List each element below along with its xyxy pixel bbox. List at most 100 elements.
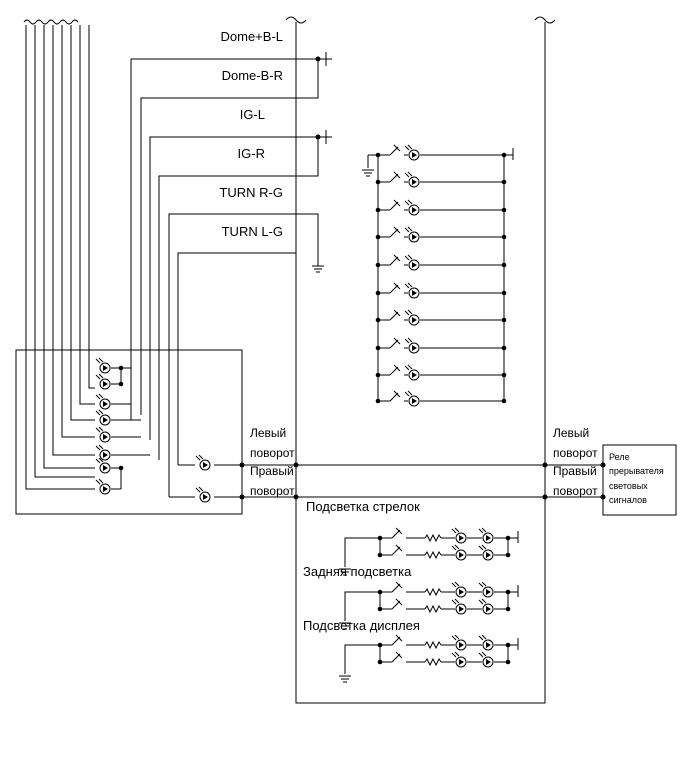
junction-dot (375, 234, 381, 240)
switch-icon (389, 309, 401, 321)
junction-dot (118, 365, 124, 371)
center-led-matrix (362, 144, 514, 407)
wire-label-turn-r-g: TURN R-G (219, 185, 283, 200)
junction-dot (375, 179, 381, 185)
led-icon (195, 454, 211, 471)
illumination-circuits (339, 527, 519, 683)
led-icon (95, 373, 111, 390)
junction-dot (501, 290, 507, 296)
right-turn-label-b: поворот (250, 484, 295, 498)
left-led-column (95, 357, 150, 495)
junction-dot (501, 317, 507, 323)
led-icon (478, 527, 494, 544)
ground-icon (362, 169, 374, 177)
bundle-wire (43, 25, 95, 469)
resistor-icon (424, 533, 442, 543)
led-icon (404, 171, 420, 188)
section-display-backlight: Подсветка дисплея (303, 618, 420, 633)
led-icon (195, 486, 211, 503)
turn-junctions (239, 56, 606, 500)
section-rear-backlight: Задняя подсветка (303, 564, 412, 579)
junction-dot (118, 465, 124, 471)
led-icon (404, 364, 420, 381)
led-icon (404, 226, 420, 243)
left-turn-label-a: Левый (250, 426, 286, 440)
bundle-wire (34, 25, 95, 478)
relay-text-2: прерывателя (609, 466, 664, 476)
switch-icon (391, 634, 403, 646)
ground-icon (339, 568, 351, 576)
switch-icon (389, 199, 401, 211)
junction-dot (501, 398, 507, 404)
switch-icon (389, 282, 401, 294)
ground-icon (339, 675, 351, 683)
junction-dot (377, 552, 383, 558)
led-icon (95, 357, 111, 374)
bundle-wire (52, 25, 95, 456)
led-icon (478, 581, 494, 598)
junction-dot (375, 372, 381, 378)
led-icon (451, 598, 467, 615)
relay-text-3: световых (609, 481, 648, 491)
matrix-ground-lead (367, 154, 378, 168)
relay-text-1: Реле (609, 452, 630, 462)
junction-dot (375, 207, 381, 213)
relay-box (602, 444, 677, 516)
led-icon (478, 651, 494, 668)
junction-dot (375, 152, 381, 158)
switch-icon (391, 598, 403, 610)
led-icon (478, 544, 494, 561)
bundle-wire (79, 25, 95, 405)
section-needle-backlight: Подсветка стрелок (306, 499, 420, 514)
wire-label-dome-b-r: Dome-B-R (222, 68, 283, 83)
circuit-supply (507, 531, 519, 555)
turn-leds (195, 454, 211, 503)
bundle-break (23, 19, 79, 25)
junction-dot (501, 152, 507, 158)
led-icon (95, 444, 111, 461)
ground-icon (339, 622, 351, 630)
junction-dot (501, 372, 507, 378)
wire-label-turn-l-g: TURN L-G (222, 224, 283, 239)
right-left-turn-label-b: поворот (553, 446, 598, 460)
switch-icon (391, 581, 403, 593)
switch-icon (389, 364, 401, 376)
led-icon (95, 409, 111, 426)
bundle-wire (61, 25, 95, 438)
label-wires (130, 52, 332, 497)
bundle-wire (25, 25, 95, 490)
junction-dot (375, 290, 381, 296)
led-icon (404, 144, 420, 161)
led-icon (95, 478, 111, 495)
switch-icon (391, 544, 403, 556)
relay-text-4: сигналов (609, 495, 647, 505)
led-icon (404, 390, 420, 407)
switch-icon (389, 390, 401, 402)
junction-dot (375, 317, 381, 323)
led-icon (404, 199, 420, 216)
switch-icon (389, 337, 401, 349)
switch-icon (389, 254, 401, 266)
circuit-supply (507, 638, 519, 662)
junction-dot (501, 262, 507, 268)
turn-signal-lines (169, 464, 603, 498)
wire-label-dome-b-l: Dome+B-L (221, 29, 284, 44)
led-icon (404, 282, 420, 299)
resistor-icon (424, 640, 442, 650)
circuit-supply (507, 585, 519, 609)
junction-dot (377, 589, 383, 595)
resistor-icon (424, 657, 442, 667)
led-icon (404, 309, 420, 326)
led-icon (451, 544, 467, 561)
junction-dot (377, 606, 383, 612)
resistor-icon (424, 604, 442, 614)
led-icon (95, 393, 111, 410)
wire-label-ig-r: IG-R (238, 146, 265, 161)
junction-dot (375, 345, 381, 351)
circuit-ground-lead (344, 591, 380, 621)
right-right-turn-label-b: поворот (553, 484, 598, 498)
junction-dot (501, 179, 507, 185)
circuit-ground-lead (344, 537, 380, 567)
switch-icon (391, 527, 403, 539)
